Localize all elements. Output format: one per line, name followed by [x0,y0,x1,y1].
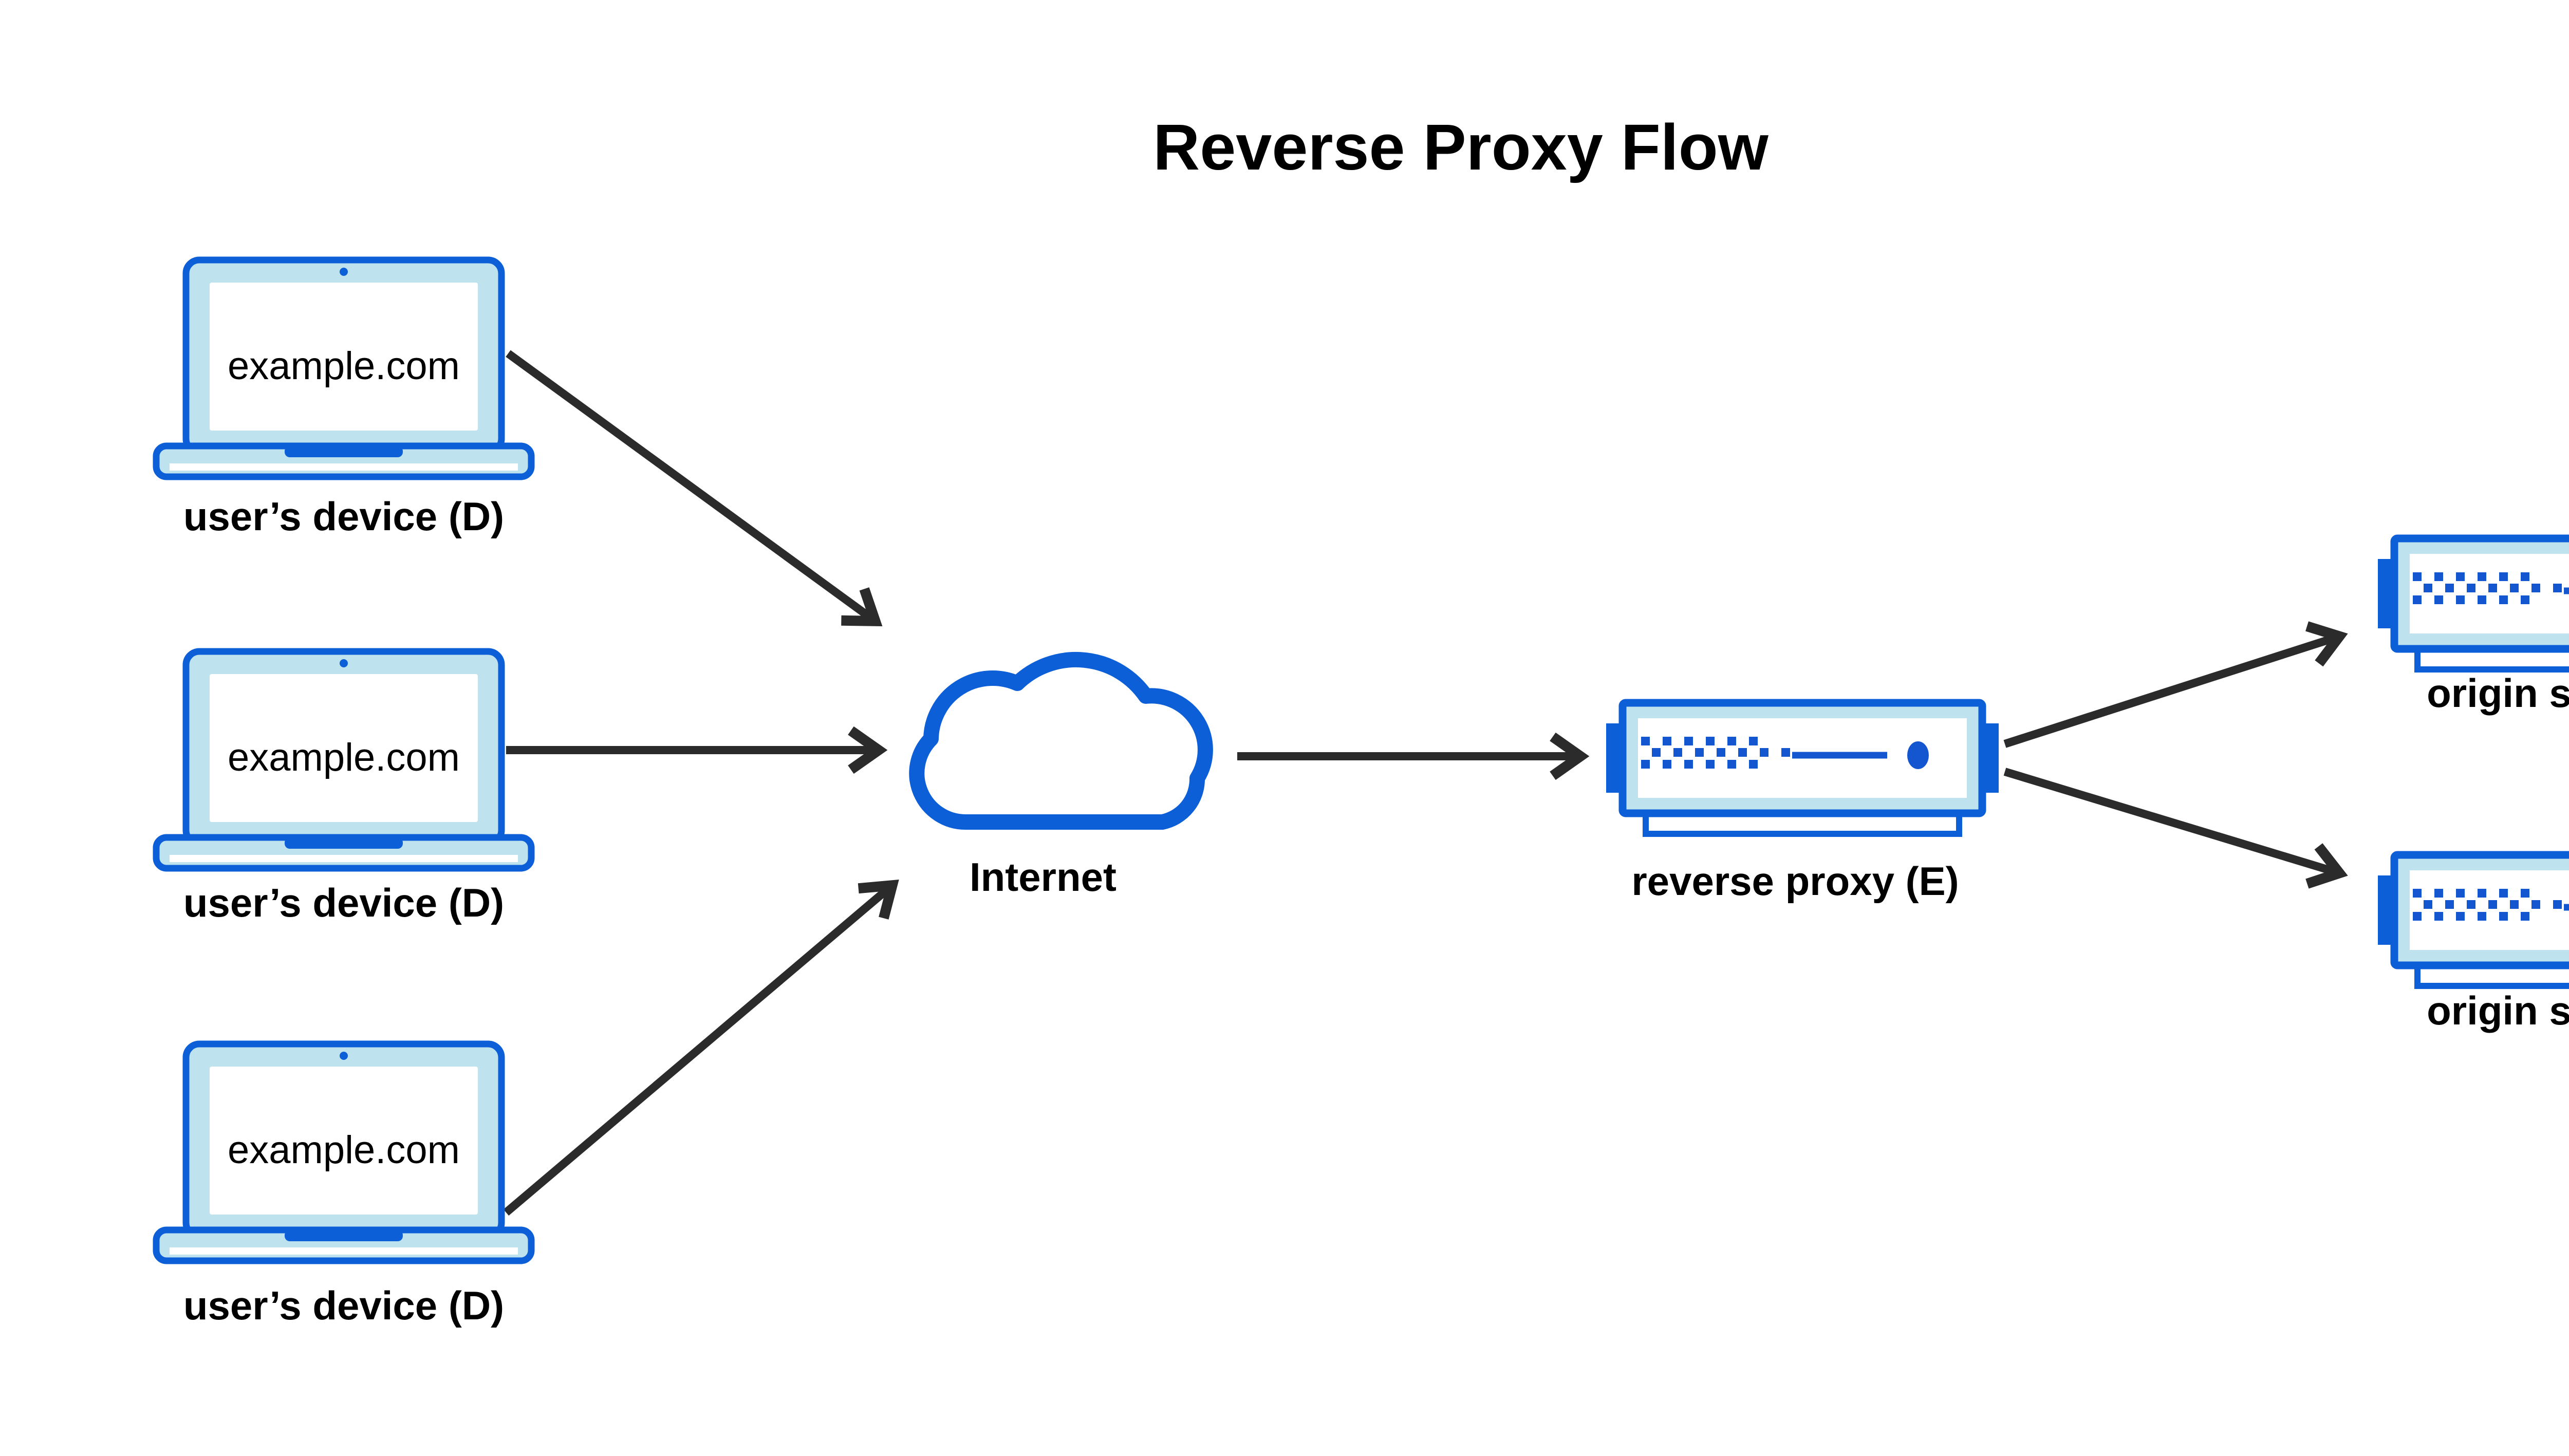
arrow-proxy-to-origin1 [2003,621,2348,748]
server-icon [2378,855,2569,986]
arrow-device1-to-internet [506,350,883,627]
device-label: user’s device (D) [183,494,504,539]
internet-label: Internet [970,854,1116,900]
device-screen-text: example.com [228,344,460,388]
device-label: user’s device (D) [183,1283,504,1328]
origin-label: origin server (F) [2427,670,2569,716]
reverse-proxy-server: reverse proxy (E) [1606,703,1999,904]
user-device-3: example.com user’s device (D) [156,1044,531,1328]
arrow-device3-to-internet [503,880,899,1216]
server-icon [1606,703,1999,834]
device-screen-text: example.com [228,736,460,779]
user-device-1: example.com user’s device (D) [156,260,531,539]
internet-cloud: Internet [909,651,1213,900]
proxy-label: reverse proxy (E) [1631,858,1959,904]
server-icon [2378,538,2569,669]
arrow-proxy-to-origin2 [2003,768,2348,889]
origin-server-1: origin server (F) [2378,538,2569,716]
page-title: Reverse Proxy Flow [1153,111,1769,183]
user-device-2: example.com user’s device (D) [156,651,531,925]
origin-server-2: origin server (F) [2378,855,2569,1033]
flow-arrows [503,350,2348,1216]
device-label: user’s device (D) [183,880,504,925]
origin-label: origin server (F) [2427,988,2569,1033]
cloud-icon [909,651,1213,830]
device-screen-text: example.com [228,1128,460,1172]
